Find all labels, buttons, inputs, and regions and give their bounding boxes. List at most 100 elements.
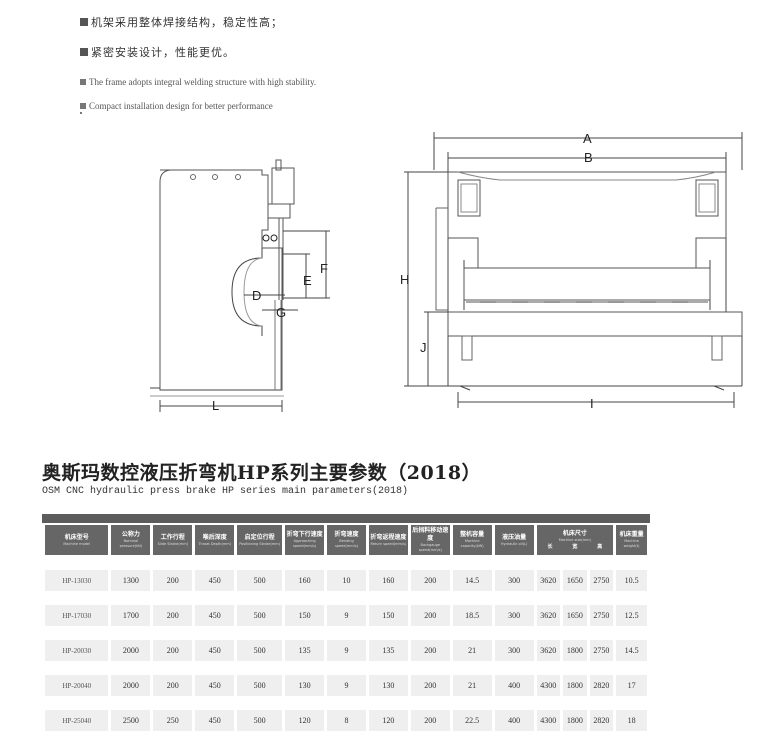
table-cell: 135: [285, 640, 325, 661]
machine-dimension-drawing: F E D G L: [150, 131, 743, 413]
feature-item: Compact installation design for better p…: [80, 98, 316, 114]
feature-item: 紧密安装设计，性能更优。: [80, 44, 316, 60]
table-cell: 4300: [536, 675, 561, 696]
table-cell: 160: [285, 570, 325, 591]
table-cell: 160: [368, 570, 408, 591]
table-cell: 135: [368, 640, 408, 661]
table-cell: 17: [616, 675, 647, 696]
bullet-square-icon: [80, 103, 86, 109]
model-cell: HP-25040: [45, 710, 109, 731]
table-cell: 300: [494, 605, 534, 626]
table-cell: 250: [153, 710, 193, 731]
table-cell: 21: [452, 640, 492, 661]
table-cell: 18.5: [452, 605, 492, 626]
dim-label-f: F: [320, 261, 328, 276]
table-cell: 200: [153, 675, 193, 696]
table-cell: 18: [616, 710, 647, 731]
model-cell: HP-20030: [45, 640, 109, 661]
stray-dot: [80, 112, 82, 114]
table-cell: 4300: [536, 710, 561, 731]
model-cell: HP-13030: [45, 570, 109, 591]
table-cell: 12.5: [616, 605, 647, 626]
table-cell: 8: [327, 710, 366, 731]
dim-label-i: I: [590, 396, 594, 411]
table-cell: 2500: [111, 710, 151, 731]
table-cell: 450: [195, 570, 235, 591]
table-cell: 200: [410, 640, 450, 661]
dim-label-g: G: [276, 305, 286, 320]
table-cell: 14.5: [616, 640, 647, 661]
table-top-bar: [42, 514, 650, 523]
table-cell: 200: [153, 640, 193, 661]
table-cell: 10: [327, 570, 366, 591]
table-cell: 2750: [589, 605, 614, 626]
feature-text: The frame adopts integral welding struct…: [89, 77, 317, 87]
table-cell: 200: [153, 570, 193, 591]
dim-label-h: H: [400, 272, 409, 287]
feature-item: The frame adopts integral welding struct…: [80, 74, 316, 90]
table-cell: 22.5: [452, 710, 492, 731]
dim-label-b: B: [584, 150, 593, 165]
table-cell: 130: [368, 675, 408, 696]
side-view-drawing: F E D G L: [150, 159, 330, 413]
dim-label-a: A: [583, 131, 592, 146]
table-title-en: OSM CNC hydraulic press brake HP series …: [42, 486, 409, 497]
table-cell: 200: [410, 675, 450, 696]
table-cell: 14.5: [452, 570, 492, 591]
table-cell: 200: [410, 710, 450, 731]
table-cell: 130: [285, 675, 325, 696]
dim-label-e: E: [303, 273, 312, 288]
table-title-cn: 奥斯玛数控液压折弯机HP系列主要参数（2018）: [42, 462, 482, 484]
table-cell: 2750: [589, 640, 614, 661]
feature-text: 紧密安装设计，性能更优。: [91, 46, 235, 59]
table-cell: 1650: [563, 605, 587, 626]
table-cell: 150: [368, 605, 408, 626]
dim-label-d: D: [252, 288, 261, 303]
table-cell: 200: [410, 570, 450, 591]
table-cell: 120: [368, 710, 408, 731]
table-cell: 500: [237, 675, 283, 696]
table-cell: 1800: [563, 640, 587, 661]
table-cell: 400: [494, 710, 534, 731]
feature-list: 机架采用整体焊接结构，稳定性高； 紧密安装设计，性能更优。 The frame …: [80, 14, 316, 114]
table-cell: 2000: [111, 640, 151, 661]
table-cell: 450: [195, 675, 235, 696]
feature-text: Compact installation design for better p…: [89, 101, 273, 111]
table-cell: 1800: [563, 710, 587, 731]
table-cell: 2750: [589, 570, 614, 591]
table-cell: 9: [327, 640, 366, 661]
table-cell: 450: [195, 640, 235, 661]
table-cell: 200: [410, 605, 450, 626]
model-cell: HP-20040: [45, 675, 109, 696]
table-cell: 450: [195, 605, 235, 626]
table-cell: 3620: [536, 605, 561, 626]
table-cell: 9: [327, 675, 366, 696]
table-cell: 500: [237, 570, 283, 591]
table-cell: 3620: [536, 570, 561, 591]
bullet-square-icon: [80, 18, 88, 26]
dim-label-j: J: [420, 340, 427, 355]
feature-text: 机架采用整体焊接结构，稳定性高；: [91, 16, 283, 29]
table-cell: 300: [494, 570, 534, 591]
table-cell: 10.5: [616, 570, 647, 591]
table-cell: 450: [195, 710, 235, 731]
table-cell: 1800: [563, 675, 587, 696]
table-cell: 21: [452, 675, 492, 696]
